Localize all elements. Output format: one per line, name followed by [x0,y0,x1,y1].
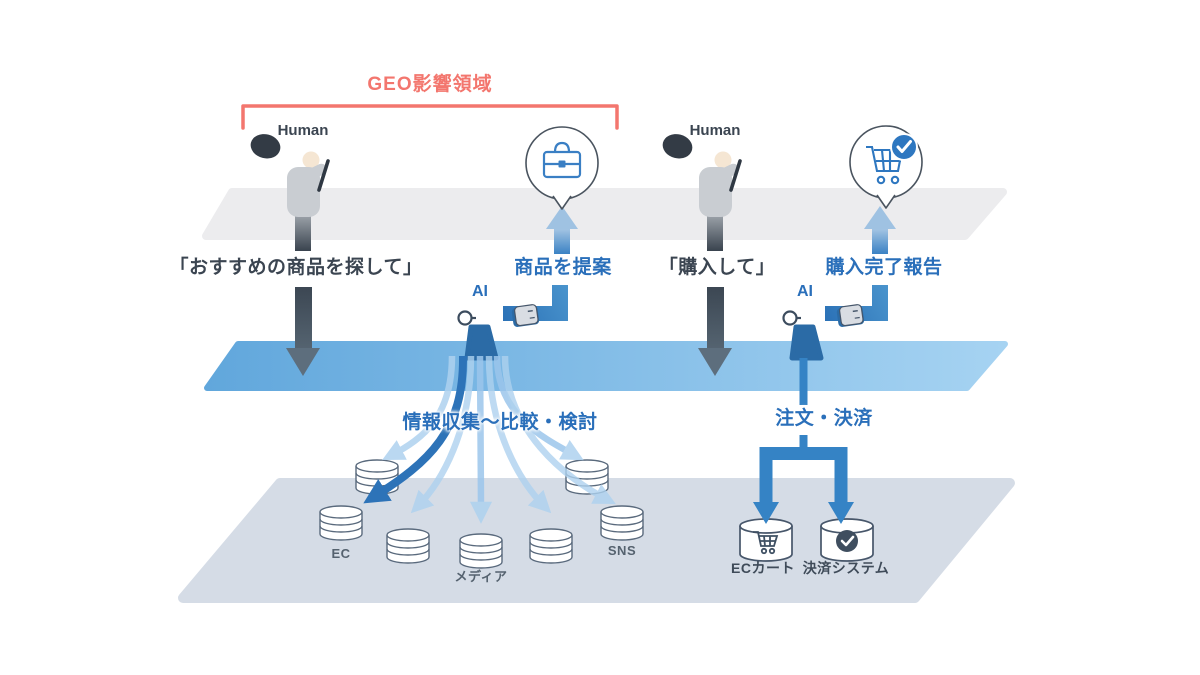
database-icon [529,528,573,564]
cart-icon [753,531,779,555]
request-arrow-left [286,287,320,376]
find-request-label: 「おすすめの商品を探して」 [169,257,423,278]
sns-source-label: SNS [607,543,637,558]
geo-area-bracket [241,104,619,130]
request-arrow-right [698,287,732,376]
propose-products-label: 商品を提案 [514,257,612,278]
ai-label-left: AI [472,283,488,300]
info-gathering-label: 情報収集〜比較・検討 [402,412,598,433]
order-payment-label: 注文・決済 [775,408,873,429]
media-source-label: メディア [454,569,508,584]
geo-area-label: GEO影響領域 [367,74,493,95]
database-icon-media [459,533,503,569]
human-lane-band [202,188,1007,240]
human-label-right: Human [689,122,741,139]
database-icon-sns [600,505,644,541]
database-icon [386,528,430,564]
ec-cart-label: ECカート [731,560,795,576]
payment-system-database [820,518,874,562]
cart-check-icon [866,133,918,185]
buy-request-label: 「購入して」 [658,257,776,278]
speech-bubble-cart [849,125,923,209]
payment-system-label: 決済システム [802,560,890,576]
purchase-report-label: 購入完了報告 [825,257,943,278]
check-icon [836,530,858,552]
database-icon-ec [319,505,363,541]
info-gathering-arrows [363,355,616,524]
briefcase-icon [542,141,582,179]
speech-bubble-briefcase [525,126,599,210]
ai-label-right: AI [797,283,813,300]
sources-lane-band [178,478,1015,603]
ec-cart-database [739,518,793,562]
order-payment-arrows [753,358,854,524]
ec-source-label: EC [331,546,351,561]
human-label-left: Human [277,122,329,139]
ai-lane-band [204,341,1008,391]
